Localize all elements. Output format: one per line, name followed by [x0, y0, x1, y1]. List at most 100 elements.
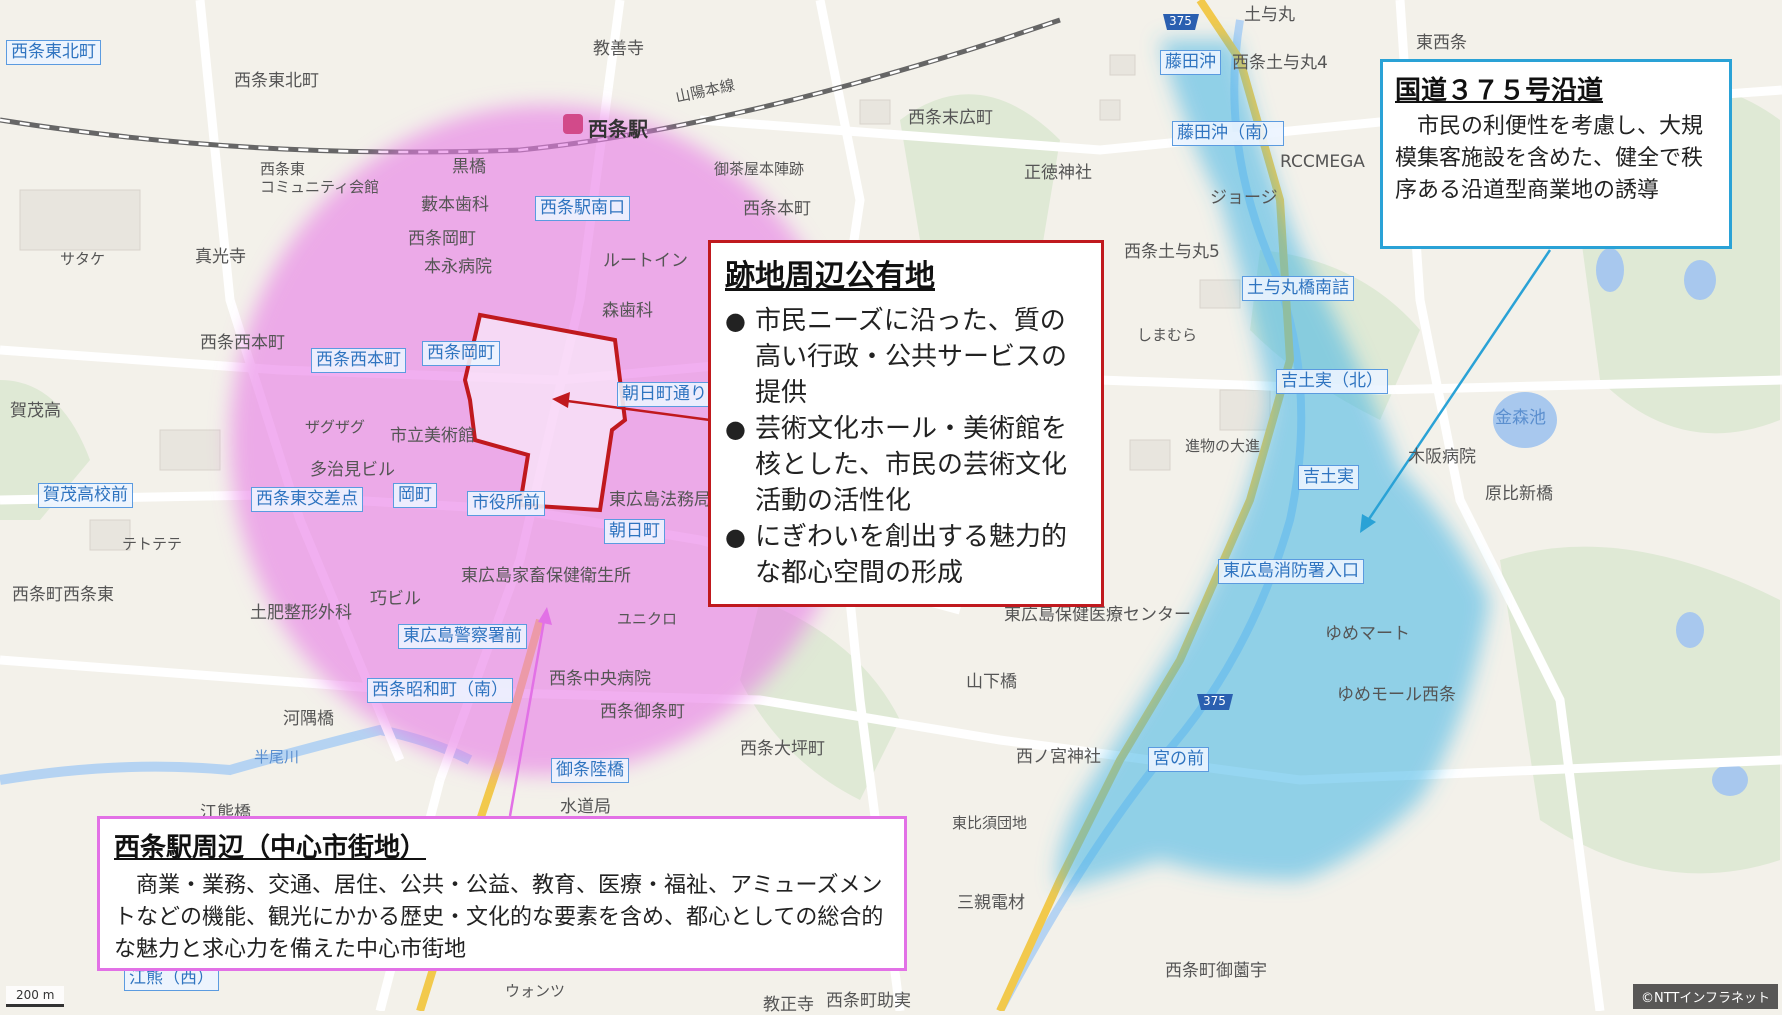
place-label: RCCMEGA [1280, 152, 1365, 172]
callout-route-title: 国道３７５号沿道 [1395, 76, 1604, 106]
place-label: 西条土与丸4 [1232, 53, 1328, 73]
pond-label: 金森池 [1495, 408, 1546, 428]
place-label: 西条東北町 [234, 71, 319, 91]
place-label: 西条町御薗宇 [1165, 961, 1267, 981]
place-label: 西条土与丸5 [1124, 242, 1220, 262]
bus-stop-label[interactable]: 西条駅南口 [535, 196, 630, 221]
place-label: コミュニティ会館 [260, 178, 380, 196]
arrow-route [1360, 249, 1552, 533]
place-label: ウォンツ [505, 982, 566, 1000]
place-label: 西条町助実 [826, 991, 911, 1011]
place-label: 多治見ビル [310, 460, 395, 480]
place-label: サタケ [60, 250, 106, 268]
callout-saijo-title: 西条駅周辺（中心市街地） [114, 833, 427, 863]
bus-stop-label[interactable]: 賀茂高校前 [38, 483, 133, 508]
bus-stop-label[interactable]: 西条岡町 [422, 341, 500, 366]
callout-route-375: 国道３７５号沿道 市民の利便性を考慮し、大規模集客施設を含めた、健全で秩序ある沿… [1380, 59, 1732, 249]
place-label: 御茶屋本陣跡 [714, 160, 805, 178]
place-label: 西条東 [260, 160, 306, 178]
place-label: 東広島家畜保健衛生所 [461, 566, 631, 586]
place-label: 西条大坪町 [740, 739, 825, 759]
bus-stop-label[interactable]: 東広島消防署入口 [1218, 559, 1364, 584]
scale-bar: 200 m [6, 986, 65, 1007]
place-label: ルートイン [603, 251, 688, 271]
bus-stop-label[interactable]: 西条東北町 [6, 40, 101, 65]
station-label[interactable]: 西条駅 [588, 117, 648, 141]
place-label: 西条岡町 [408, 229, 476, 249]
place-label: 巧ビル [370, 589, 421, 609]
bus-stop-label[interactable]: 土与丸橋南詰 [1242, 276, 1354, 301]
place-label: 西条町西条東 [12, 585, 114, 605]
bus-stop-label[interactable]: 藤田沖（南） [1172, 121, 1284, 146]
place-label: 東広島法務局 [609, 490, 711, 510]
place-label: 三親電材 [957, 893, 1025, 913]
place-label: 西条本町 [743, 199, 811, 219]
place-label: テトテテ [122, 535, 183, 553]
callout-route-body: 市民の利便性を考慮し、大規模集客施設を含めた、健全で秩序ある沿道型商業地の誘導 [1395, 114, 1704, 203]
bus-stop-label[interactable]: 吉土実 [1298, 465, 1359, 490]
bus-stop-label[interactable]: 御条陸橋 [551, 758, 629, 783]
callout-center-bullet: にぎわいを創出する魅力的な都心空間の形成 [725, 519, 1087, 591]
copyright-notice: ©NTTインフラネット [1633, 984, 1778, 1009]
route-badge-1: 375 [1169, 14, 1192, 28]
place-label: ザグザグ [305, 418, 366, 436]
place-label: 黒橋 [452, 157, 486, 177]
arrow-center [552, 392, 711, 422]
callout-saijo-body: 商業・業務、交通、居住、公共・公益、教育、医療・福祉、アミューズメントなどの機能… [114, 873, 884, 962]
place-label: ゆめモール西条 [1337, 685, 1456, 705]
place-label: 真光寺 [195, 247, 246, 267]
callout-saijo-station: 西条駅周辺（中心市街地） 商業・業務、交通、居住、公共・公益、教育、医療・福祉、… [97, 816, 907, 971]
bus-stop-label[interactable]: 市役所前 [467, 491, 545, 516]
zone-route-375 [1057, 40, 1490, 890]
station-icon [563, 114, 583, 134]
place-label: 木阪病院 [1408, 447, 1476, 467]
bus-stop-label[interactable]: 岡町 [393, 483, 437, 508]
blocks [19, 54, 1271, 551]
place-label: しまむら [1137, 326, 1198, 344]
place-label: 東比須団地 [952, 814, 1028, 832]
place-label: ゆめマート [1325, 624, 1410, 644]
place-label: 本永病院 [424, 257, 492, 277]
bus-stop-label[interactable]: 東広島警察署前 [398, 624, 527, 649]
place-label: 西条末広町 [908, 108, 993, 128]
place-label: ジョージ [1210, 188, 1278, 208]
place-label: 正徳神社 [1024, 163, 1092, 183]
callout-center-bullet: 芸術文化ホール・美術館を核とした、市民の芸術文化活動の活性化 [725, 411, 1087, 519]
place-label: 原比新橋 [1485, 484, 1553, 504]
callout-center-title: 跡地周辺公有地 [725, 259, 935, 294]
place-label: 山下橋 [966, 672, 1017, 692]
place-label: 西条御条町 [600, 702, 685, 722]
place-label: 東西条 [1416, 33, 1467, 53]
place-label: 土肥整形外科 [250, 603, 352, 623]
bus-stop-label[interactable]: 西条西本町 [311, 348, 406, 373]
arrow-saijo [508, 607, 552, 817]
place-label: 教善寺 [593, 39, 644, 59]
bus-stop-label[interactable]: 宮の前 [1148, 747, 1209, 772]
callout-center-bullet: 市民ニーズに沿った、質の高い行政・公共サービスの提供 [725, 303, 1087, 411]
place-label: 東広島保健医療センター [1004, 605, 1191, 625]
place-label: 河隅橋 [283, 709, 334, 729]
place-label: 藪本歯科 [421, 195, 489, 215]
river-label: 半尾川 [254, 748, 300, 766]
bus-stop-label[interactable]: 朝日町 [604, 519, 665, 544]
place-label: 賀茂高 [10, 401, 61, 421]
bus-stop-label[interactable]: 西条東交差点 [251, 487, 363, 512]
place-label: 市立美術館 [390, 426, 475, 446]
place-label: 土与丸 [1244, 5, 1295, 25]
route-badge-shape-2 [1197, 694, 1233, 710]
place-label: 教正寺 [763, 995, 814, 1015]
place-label: 進物の大進 [1185, 437, 1261, 455]
bus-stop-label[interactable]: 朝日町通り [617, 382, 712, 407]
route-badge-2: 375 [1203, 694, 1226, 708]
place-label: 西条西本町 [200, 333, 285, 353]
place-label: ユニクロ [617, 610, 678, 628]
place-label: 水道局 [560, 797, 611, 817]
bus-stop-label[interactable]: 西条昭和町（南） [367, 678, 513, 703]
callout-center-list: 市民ニーズに沿った、質の高い行政・公共サービスの提供 芸術文化ホール・美術館を核… [725, 303, 1087, 591]
place-label: 西条中央病院 [549, 669, 651, 689]
bus-stop-label[interactable]: 吉土実（北） [1276, 369, 1388, 394]
bus-stop-label[interactable]: 藤田沖 [1160, 50, 1221, 75]
ponds [1071, 248, 1748, 796]
place-label: 西ノ宮神社 [1016, 747, 1101, 767]
place-label: 森歯科 [602, 301, 653, 321]
